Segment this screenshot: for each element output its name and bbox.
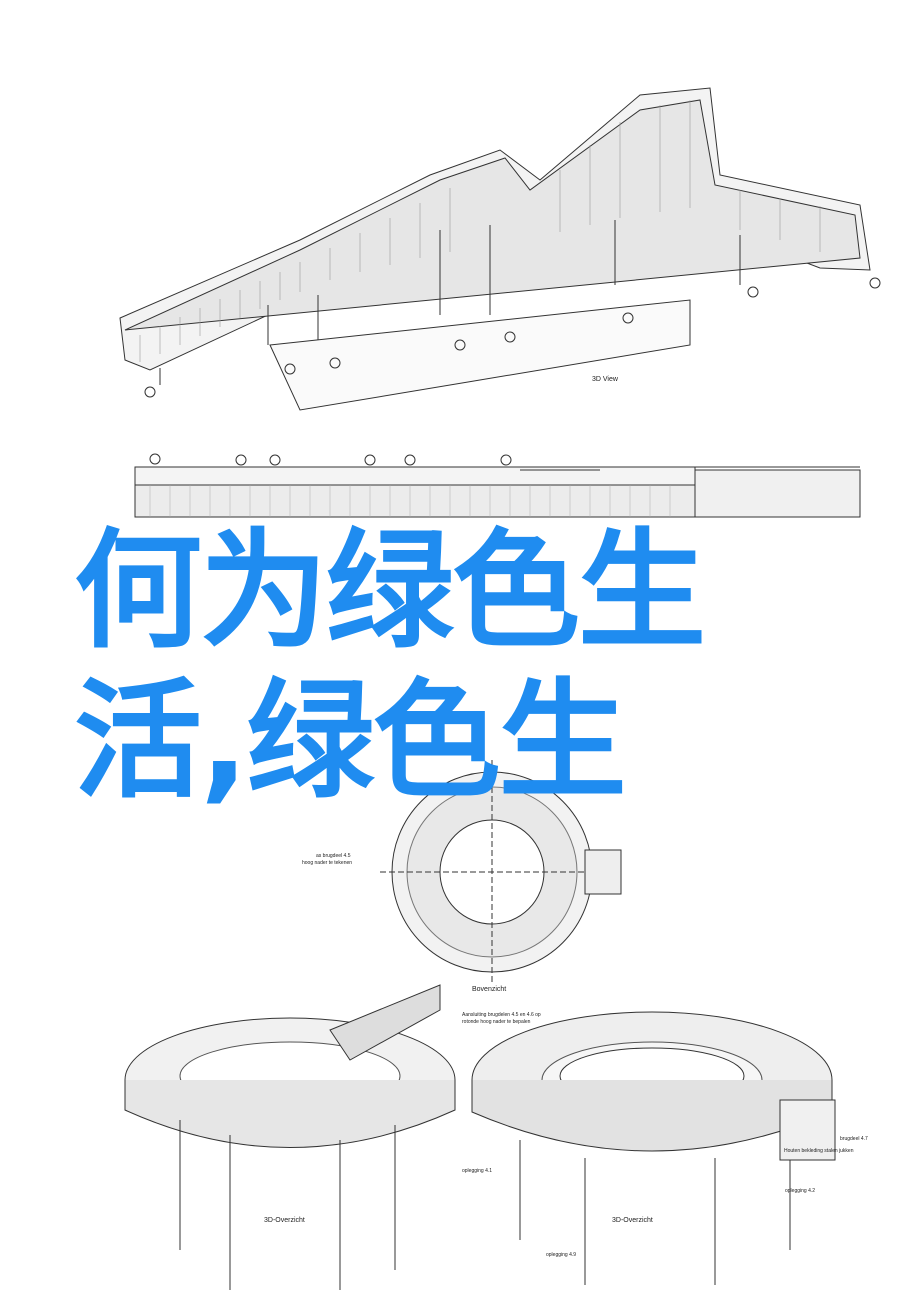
headline-line-1: 何为绿色生 bbox=[74, 517, 706, 666]
annotation-a10: Houten bekleding stalen jukken bbox=[784, 1148, 854, 1154]
overview-3d-left bbox=[124, 984, 456, 1290]
annotation-a5: rotonde hoog nader te bepalen bbox=[462, 1019, 531, 1025]
roundabout-plan-view bbox=[380, 760, 622, 985]
annotation-a7: oplegging 4.2 bbox=[785, 1188, 815, 1194]
headline-line-2: 活,绿色生 bbox=[74, 667, 627, 816]
overview-3d-right bbox=[471, 1011, 836, 1285]
view-label-3d: 3D View bbox=[592, 376, 619, 383]
annotation-a4: Aansluiting brugdelen 4.5 en 4.6 op bbox=[462, 1012, 541, 1018]
view-label-overview-right: 3D-Overzicht bbox=[612, 1217, 653, 1224]
annotation-a1: as brugdeel 4.5 bbox=[316, 853, 351, 859]
bridge-3d-view bbox=[119, 87, 871, 411]
elevation-view bbox=[134, 453, 861, 518]
annotation-a9: brugdeel 4.7 bbox=[840, 1136, 868, 1142]
annotation-a2: hoog nader te tekenen bbox=[302, 860, 352, 866]
view-label-overview-left: 3D-Overzicht bbox=[264, 1217, 305, 1224]
pier-markers bbox=[144, 277, 881, 398]
view-label-plan: Bovenzicht bbox=[472, 986, 506, 993]
annotation-a6: oplegging 4.1 bbox=[462, 1168, 492, 1174]
annotation-a8: oplegging 4.9 bbox=[546, 1252, 576, 1258]
